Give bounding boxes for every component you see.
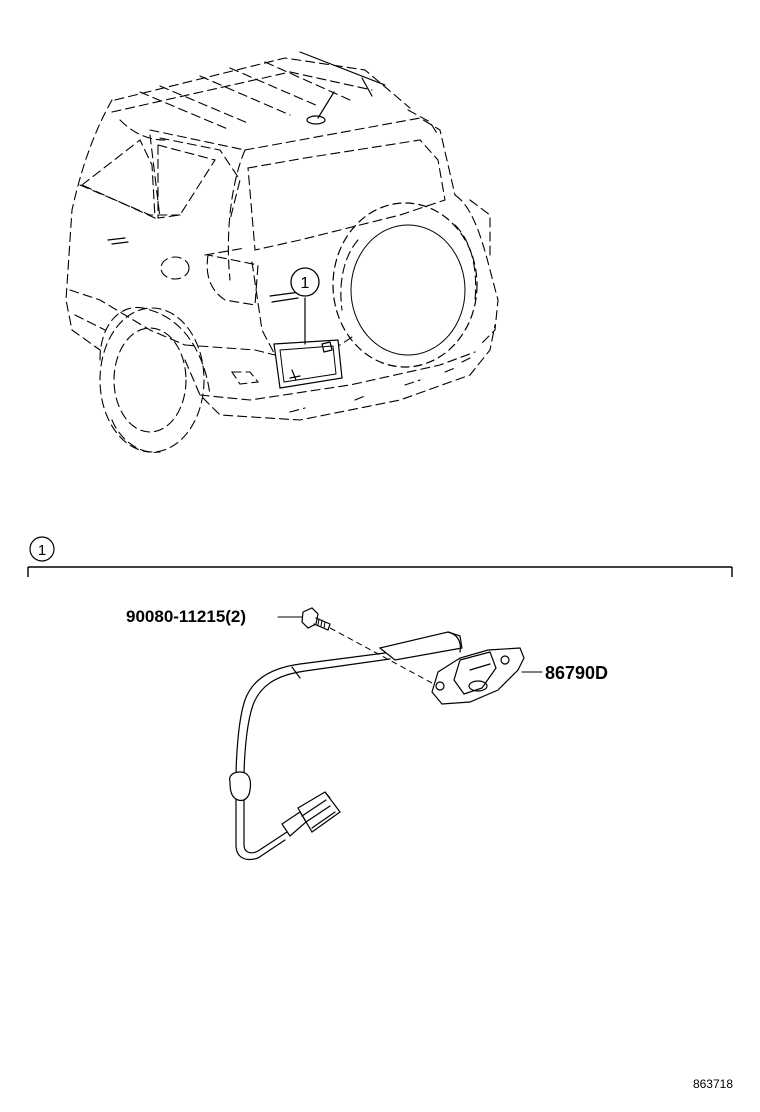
- section-callout-number: 1: [38, 542, 46, 559]
- camera-part-label: 86790D: [545, 663, 608, 683]
- bolt-icon: [301, 607, 331, 631]
- rear-hatch: [204, 139, 446, 356]
- spare-tire: [332, 202, 478, 368]
- tail-lamp: [206, 254, 259, 306]
- hatch-handle: [269, 291, 301, 303]
- section-header: 1: [27, 536, 733, 577]
- illustration-code: 863718: [693, 1077, 733, 1091]
- exploded-parts-view: 90080-11215(2) 86790D: [126, 607, 608, 861]
- door-handle: [107, 237, 129, 245]
- body-outline: [65, 99, 499, 421]
- wiring-harness-icon: [229, 652, 391, 861]
- vehicle-rear-view: 1: [65, 51, 499, 453]
- camera-assembly-icon: [378, 631, 525, 705]
- license-plate-area: [273, 339, 343, 389]
- roof-antenna: [306, 91, 335, 125]
- fuel-door: [160, 256, 190, 280]
- rear-wheel: [99, 306, 211, 453]
- rear-reflector: [230, 371, 260, 385]
- overview-callout-number: 1: [301, 275, 310, 292]
- side-windows: [80, 134, 216, 219]
- bolt-part-label: 90080-11215(2): [126, 607, 246, 626]
- roof-lines: [111, 51, 411, 131]
- overview-callout: 1: [290, 267, 320, 297]
